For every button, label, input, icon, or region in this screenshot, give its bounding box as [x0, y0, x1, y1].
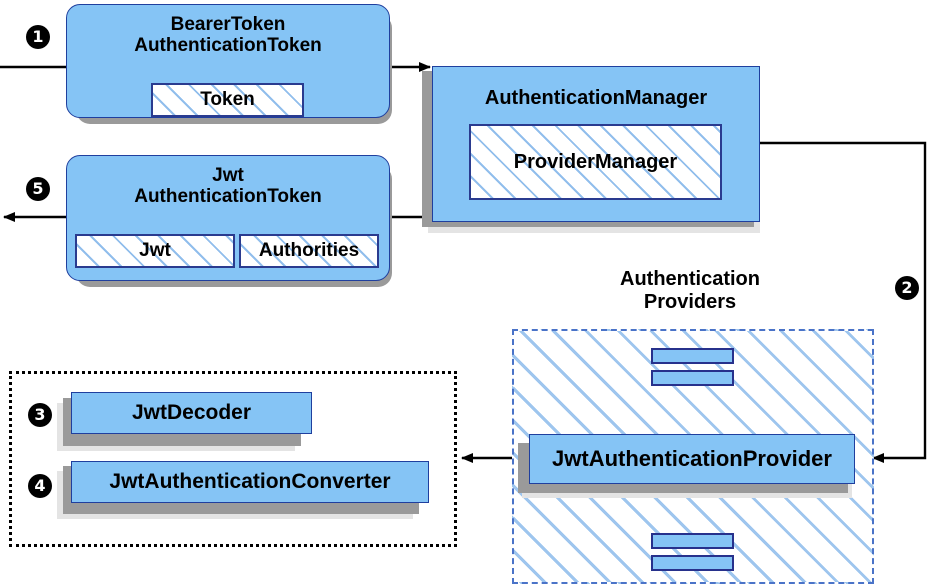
jwt-authentication-converter-label: JwtAuthenticationConverter: [109, 470, 391, 493]
step-5-number: 5: [32, 179, 44, 198]
authentication-providers-title: Authentication Providers: [560, 268, 820, 314]
authentication-providers-title-line1: Authentication: [620, 268, 760, 290]
step-5-bullet: 5: [26, 177, 50, 201]
authentication-manager-card[interactable]: AuthenticationManager ProviderManager: [432, 66, 760, 222]
bearer-token-title-line2: AuthenticationToken: [134, 35, 322, 57]
provider-stub-bottom-1: [651, 533, 734, 549]
step-2-bullet: 2: [895, 276, 919, 300]
jwt-field[interactable]: Jwt: [75, 234, 235, 268]
jwt-authentication-provider-label: JwtAuthenticationProvider: [552, 446, 832, 471]
step-3-bullet: 3: [28, 403, 52, 427]
bearer-token-title: BearerToken AuthenticationToken: [67, 14, 389, 57]
provider-stub-top-1: [651, 348, 734, 364]
step-3-number: 3: [34, 405, 46, 424]
jwt-token-title-line1: Jwt: [212, 165, 244, 186]
jwt-authentication-provider-card[interactable]: JwtAuthenticationProvider: [529, 434, 855, 484]
provider-manager-field[interactable]: ProviderManager: [469, 124, 722, 200]
token-field[interactable]: Token: [151, 83, 304, 117]
bearer-token-title-line1: BearerToken: [170, 14, 286, 35]
jwt-decoder-label: JwtDecoder: [131, 401, 252, 424]
authorities-field[interactable]: Authorities: [239, 234, 379, 268]
step-4-number: 4: [34, 476, 46, 495]
authorities-field-label: Authorities: [258, 240, 360, 261]
token-field-label: Token: [200, 89, 255, 110]
jwt-token-title: Jwt AuthenticationToken: [67, 165, 389, 208]
jwt-authentication-token-card[interactable]: Jwt AuthenticationToken Jwt Authorities: [66, 155, 390, 281]
jwt-authentication-converter-card[interactable]: JwtAuthenticationConverter: [71, 461, 429, 503]
provider-manager-field-label: ProviderManager: [513, 150, 678, 173]
step-4-bullet: 4: [28, 474, 52, 498]
step-1-number: 1: [32, 27, 44, 46]
jwt-support-group: [9, 371, 457, 547]
bearer-token-authentication-token-card[interactable]: BearerToken AuthenticationToken Token: [66, 4, 390, 118]
step-1-bullet: 1: [26, 25, 50, 49]
jwt-field-label: Jwt: [139, 240, 171, 261]
jwt-decoder-card[interactable]: JwtDecoder: [71, 392, 312, 434]
provider-stub-top-2: [651, 370, 734, 386]
jwt-token-title-line2: AuthenticationToken: [134, 186, 322, 208]
provider-stub-bottom-2: [651, 555, 734, 571]
step-2-number: 2: [901, 278, 913, 297]
authentication-manager-title: AuthenticationManager: [484, 87, 708, 109]
authentication-providers-title-line2: Providers: [643, 291, 737, 313]
